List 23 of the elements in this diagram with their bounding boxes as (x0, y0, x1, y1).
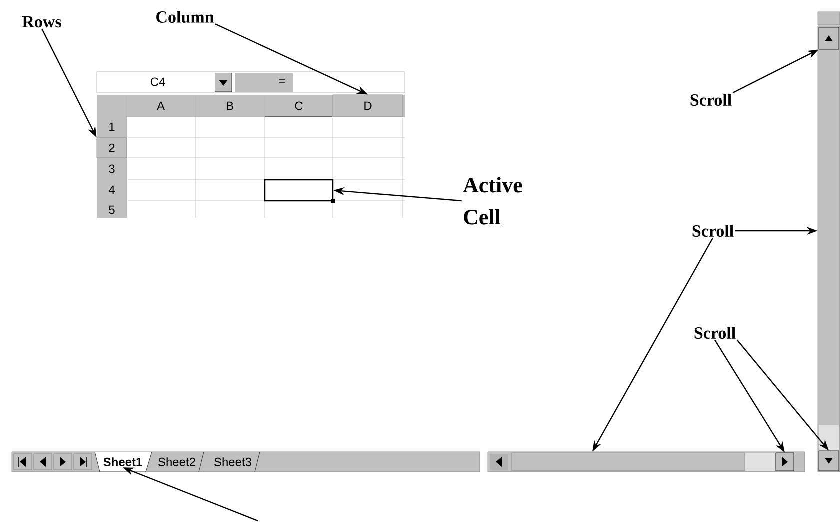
scroll-right-button (776, 452, 794, 472)
callout-text: Column (156, 11, 214, 23)
row-header: 2 (96, 138, 128, 158)
callout-text: Active Cell (463, 177, 522, 225)
column-header: D (332, 94, 404, 118)
sheet-tab: Sheet2 (158, 452, 204, 472)
callout-text: Scroll (690, 94, 732, 106)
row-number: 4 (108, 186, 115, 194)
callout-text: Scroll (694, 327, 736, 339)
column-letter: A (157, 102, 165, 110)
sheet-tab: Sheet3 (214, 452, 260, 472)
active-cell (264, 179, 335, 203)
node-label: Sheet1 (104, 458, 142, 466)
row-number: 5 (109, 206, 115, 214)
column-letter: B (227, 102, 234, 110)
formula-sign: = (279, 79, 285, 83)
horizontal-scrollbar (488, 452, 806, 472)
scroll-up-button (818, 27, 840, 50)
callout-text: Scroll (692, 225, 734, 237)
column-letter: C (295, 102, 303, 110)
scroll-down-button (818, 450, 840, 472)
cell-reference: C4 (150, 78, 166, 86)
callout-text: Rows (22, 16, 62, 28)
